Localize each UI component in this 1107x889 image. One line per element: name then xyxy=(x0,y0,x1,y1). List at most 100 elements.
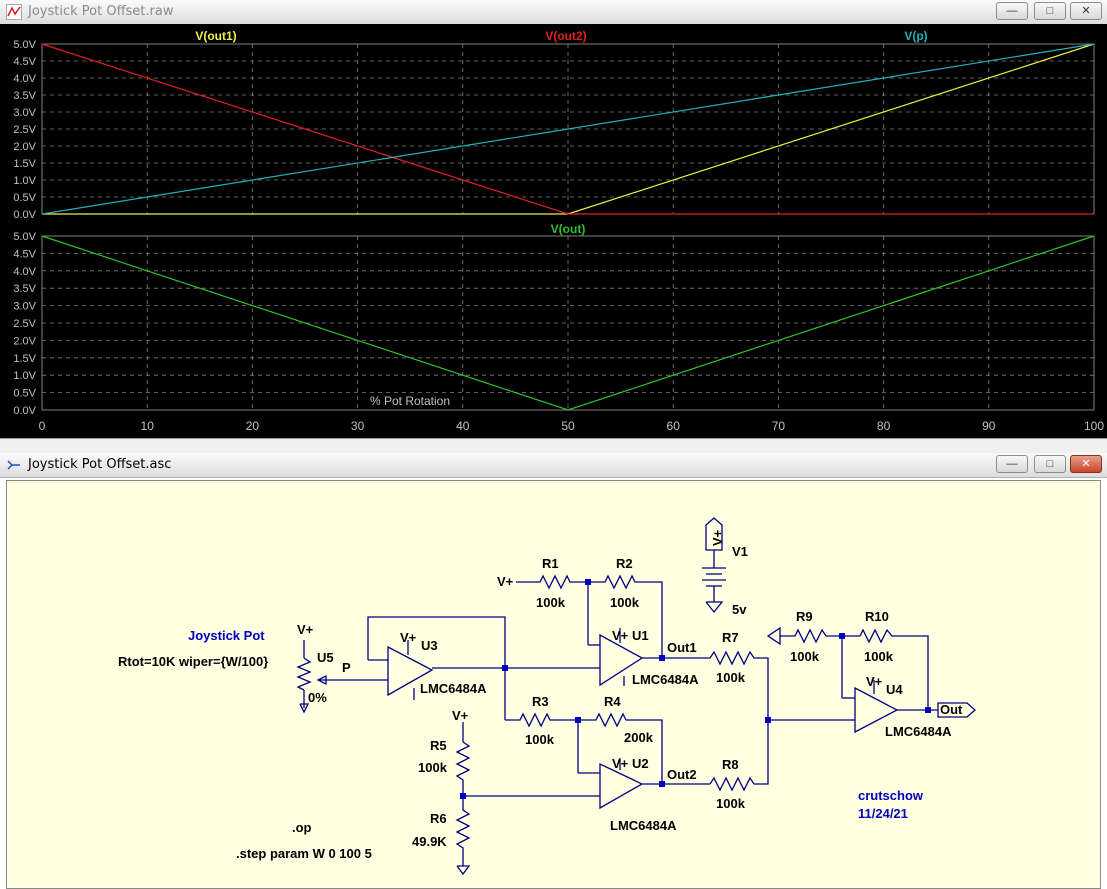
trace-vp xyxy=(41,43,1095,215)
resistor-r10[interactable] xyxy=(842,628,929,710)
u1-part-label: LMC6484A xyxy=(632,672,699,687)
r7-label: R7 xyxy=(722,630,739,645)
resistor-r8[interactable] xyxy=(709,720,769,792)
u1-label: U1 xyxy=(632,628,649,643)
resistor-r3[interactable] xyxy=(505,712,578,728)
minimize-button[interactable]: — xyxy=(996,455,1028,473)
x-tick-label: 60 xyxy=(667,419,681,433)
trace-vout xyxy=(41,235,1095,411)
r10-label: R10 xyxy=(865,609,889,624)
r5-label: R5 xyxy=(430,738,447,753)
r3-value: 100k xyxy=(525,732,555,747)
resistor-r5[interactable] xyxy=(455,722,471,796)
y-tick-label: 2.0V xyxy=(13,141,36,153)
y-tick-label: 5.0V xyxy=(13,231,36,243)
waveform-app-icon xyxy=(6,4,22,20)
close-button[interactable]: ✕ xyxy=(1070,2,1102,20)
vplus-label: V+ xyxy=(452,708,469,723)
resistor-r4[interactable] xyxy=(578,712,663,784)
x-tick-label: 80 xyxy=(877,419,891,433)
r8-value: 100k xyxy=(716,796,746,811)
waveform-plot[interactable]: 5.0V 4.5V 4.0V 3.5V 3.0V 2.5V 2.0V 1.5V 1.0V 0.5V… xyxy=(0,24,1107,438)
x-axis-label: % Pot Rotation xyxy=(370,394,450,408)
author-label: crutschow xyxy=(858,788,924,803)
u5-label: U5 xyxy=(317,650,334,665)
y-tick-label: 0.5V xyxy=(13,388,36,400)
r6-value: 49.9K xyxy=(412,834,447,849)
close-button[interactable]: ✕ xyxy=(1070,455,1102,473)
out-label: Out xyxy=(940,702,963,717)
trace-label: V(p) xyxy=(904,29,927,43)
u2-part-label: LMC6484A xyxy=(610,818,677,833)
trace-vout2 xyxy=(41,43,1094,215)
trace-label: V(out2) xyxy=(545,29,586,43)
r4-value: 200k xyxy=(624,730,654,745)
r2-label: R2 xyxy=(616,556,633,571)
waveform-window: Joystick Pot Offset.raw — □ ✕ 5.0V 4.5V 4.… xyxy=(0,0,1107,438)
pot-u5[interactable] xyxy=(296,640,388,714)
restore-button[interactable]: □ xyxy=(1034,2,1066,20)
waveform-plot-area[interactable]: 5.0V 4.5V 4.0V 3.5V 3.0V 2.5V 2.0V 1.5V 1.0V 0.5V… xyxy=(0,24,1107,438)
vplus-label: V+ xyxy=(612,756,629,771)
r8-label: R8 xyxy=(722,757,739,772)
schematic-diagram[interactable]: Joystick Pot Rtot=10K wiper={W/100} V+ U… xyxy=(6,480,1101,889)
p-label: P xyxy=(342,660,351,675)
trace-label: V(out) xyxy=(551,222,586,236)
y-tick-label: 1.0V xyxy=(13,175,36,187)
y-tick-label: 5.0V xyxy=(13,39,36,51)
y-tick-label: 4.0V xyxy=(13,73,36,85)
schematic-title: Joystick Pot Offset.asc xyxy=(28,457,172,472)
minimize-button[interactable]: — xyxy=(996,2,1028,20)
x-tick-label: 10 xyxy=(141,419,155,433)
y-tick-label: 3.5V xyxy=(13,283,36,295)
out-port[interactable] xyxy=(937,702,976,718)
vplus-label: V+ xyxy=(297,622,314,637)
waveform-title: Joystick Pot Offset.raw xyxy=(28,4,174,19)
y-tick-label: 2.5V xyxy=(13,318,36,330)
r9-label: R9 xyxy=(796,609,813,624)
step-directive: .step param W 0 100 5 xyxy=(236,846,372,861)
y-tick-label: 0.0V xyxy=(13,405,36,417)
r6-label: R6 xyxy=(430,811,447,826)
opamp-u4[interactable] xyxy=(854,680,938,734)
opamp-u2[interactable] xyxy=(463,758,710,810)
resistor-r2[interactable] xyxy=(588,574,663,656)
y-tick-label: 2.5V xyxy=(13,124,36,136)
x-tick-label: 30 xyxy=(351,419,365,433)
opamp-u1[interactable] xyxy=(505,628,710,687)
vplus-label: V+ xyxy=(710,529,725,546)
resistor-r6[interactable] xyxy=(455,796,471,876)
voltage-source-v1[interactable] xyxy=(702,517,726,614)
x-tick-label: 50 xyxy=(561,419,575,433)
y-tick-label: 4.5V xyxy=(13,248,36,260)
r5-value: 100k xyxy=(418,760,448,775)
y-tick-label: 3.0V xyxy=(13,301,36,313)
vplus-label: V+ xyxy=(866,674,883,689)
x-tick-label: 0 xyxy=(39,419,46,433)
x-tick-label: 90 xyxy=(982,419,996,433)
y-tick-label: 1.5V xyxy=(13,158,36,170)
r4-label: R4 xyxy=(604,694,621,709)
y-tick-label: 4.0V xyxy=(13,266,36,278)
u2-label: U2 xyxy=(632,756,649,771)
r2-value: 100k xyxy=(610,595,640,610)
x-tick-label: 100 xyxy=(1084,419,1104,433)
x-tick-label: 40 xyxy=(456,419,470,433)
restore-button[interactable]: □ xyxy=(1034,455,1066,473)
schematic-titlebar[interactable]: Joystick Pot Offset.asc — □ ✕ xyxy=(0,453,1107,478)
waveform-titlebar[interactable]: Joystick Pot Offset.raw — □ ✕ xyxy=(0,0,1107,25)
r3-label: R3 xyxy=(532,694,549,709)
schematic-canvas[interactable]: Joystick Pot Rtot=10K wiper={W/100} V+ U… xyxy=(6,480,1101,889)
v1-label: V1 xyxy=(732,544,748,559)
out1-label: Out1 xyxy=(667,640,697,655)
y-tick-label: 3.0V xyxy=(13,107,36,119)
x-tick-label: 20 xyxy=(246,419,260,433)
y-tick-label: 0.0V xyxy=(13,209,36,221)
opamp-u3[interactable] xyxy=(367,616,506,700)
resistor-r1[interactable] xyxy=(516,574,588,590)
resistor-r7[interactable] xyxy=(709,650,769,720)
y-tick-label: 3.5V xyxy=(13,90,36,102)
resistor-r9[interactable] xyxy=(766,626,842,646)
y-tick-label: 0.5V xyxy=(13,192,36,204)
x-tick-label: 70 xyxy=(772,419,786,433)
